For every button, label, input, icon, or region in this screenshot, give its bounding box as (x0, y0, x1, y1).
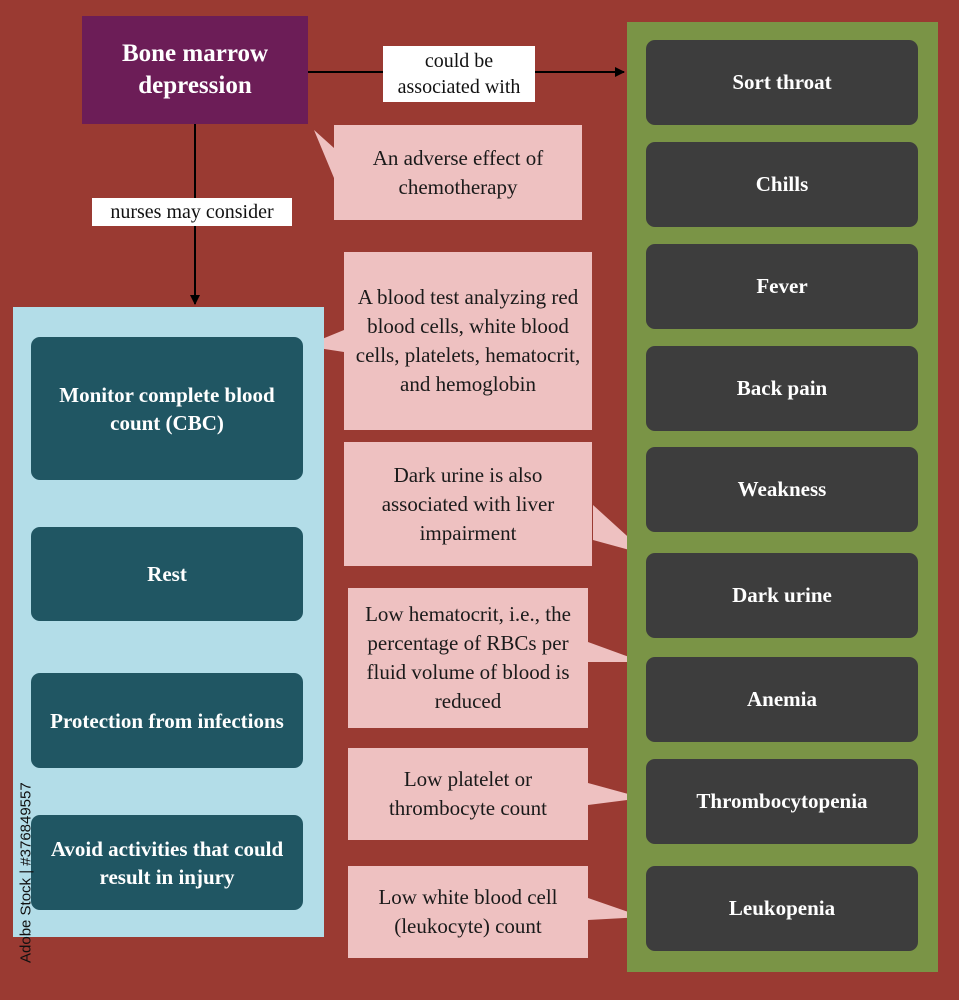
symptom-sore-throat: Sort throat (646, 40, 918, 125)
symptom-leukopenia: Leukopenia (646, 866, 918, 951)
root-node: Bone marrow depression (82, 16, 308, 124)
edge-label-associated: could be associated with (383, 46, 535, 102)
callout-leukopenia: Low white blood cell (leukocyte) count (348, 866, 588, 958)
callout-adverse-effect: An adverse effect of chemotherapy (334, 125, 582, 220)
callout-cbc: A blood test analyzing red blood cells, … (344, 252, 592, 430)
symptom-thrombocytopenia: Thrombocytopenia (646, 759, 918, 844)
root-title: Bone marrow depression (121, 40, 269, 99)
callout-anemia: Low hematocrit, i.e., the percentage of … (348, 588, 588, 728)
symptom-dark-urine: Dark urine (646, 553, 918, 638)
action-avoid-injury: Avoid activities that could result in in… (31, 815, 303, 910)
callout-tail-adverse (314, 130, 334, 178)
edge-label-nurses: nurses may consider (92, 198, 292, 226)
symptom-weakness: Weakness (646, 447, 918, 532)
symptom-anemia: Anemia (646, 657, 918, 742)
action-monitor-cbc: Monitor complete blood count (CBC) (31, 337, 303, 480)
symptom-fever: Fever (646, 244, 918, 329)
action-protection-infections: Protection from infections (31, 673, 303, 768)
callout-dark-urine: Dark urine is also associated with liver… (344, 442, 592, 566)
symptom-chills: Chills (646, 142, 918, 227)
callout-thrombocytopenia: Low platelet or thrombocyte count (348, 748, 588, 840)
symptom-back-pain: Back pain (646, 346, 918, 431)
watermark-text: Adobe Stock | #376849557 (17, 782, 35, 963)
action-rest: Rest (31, 527, 303, 621)
